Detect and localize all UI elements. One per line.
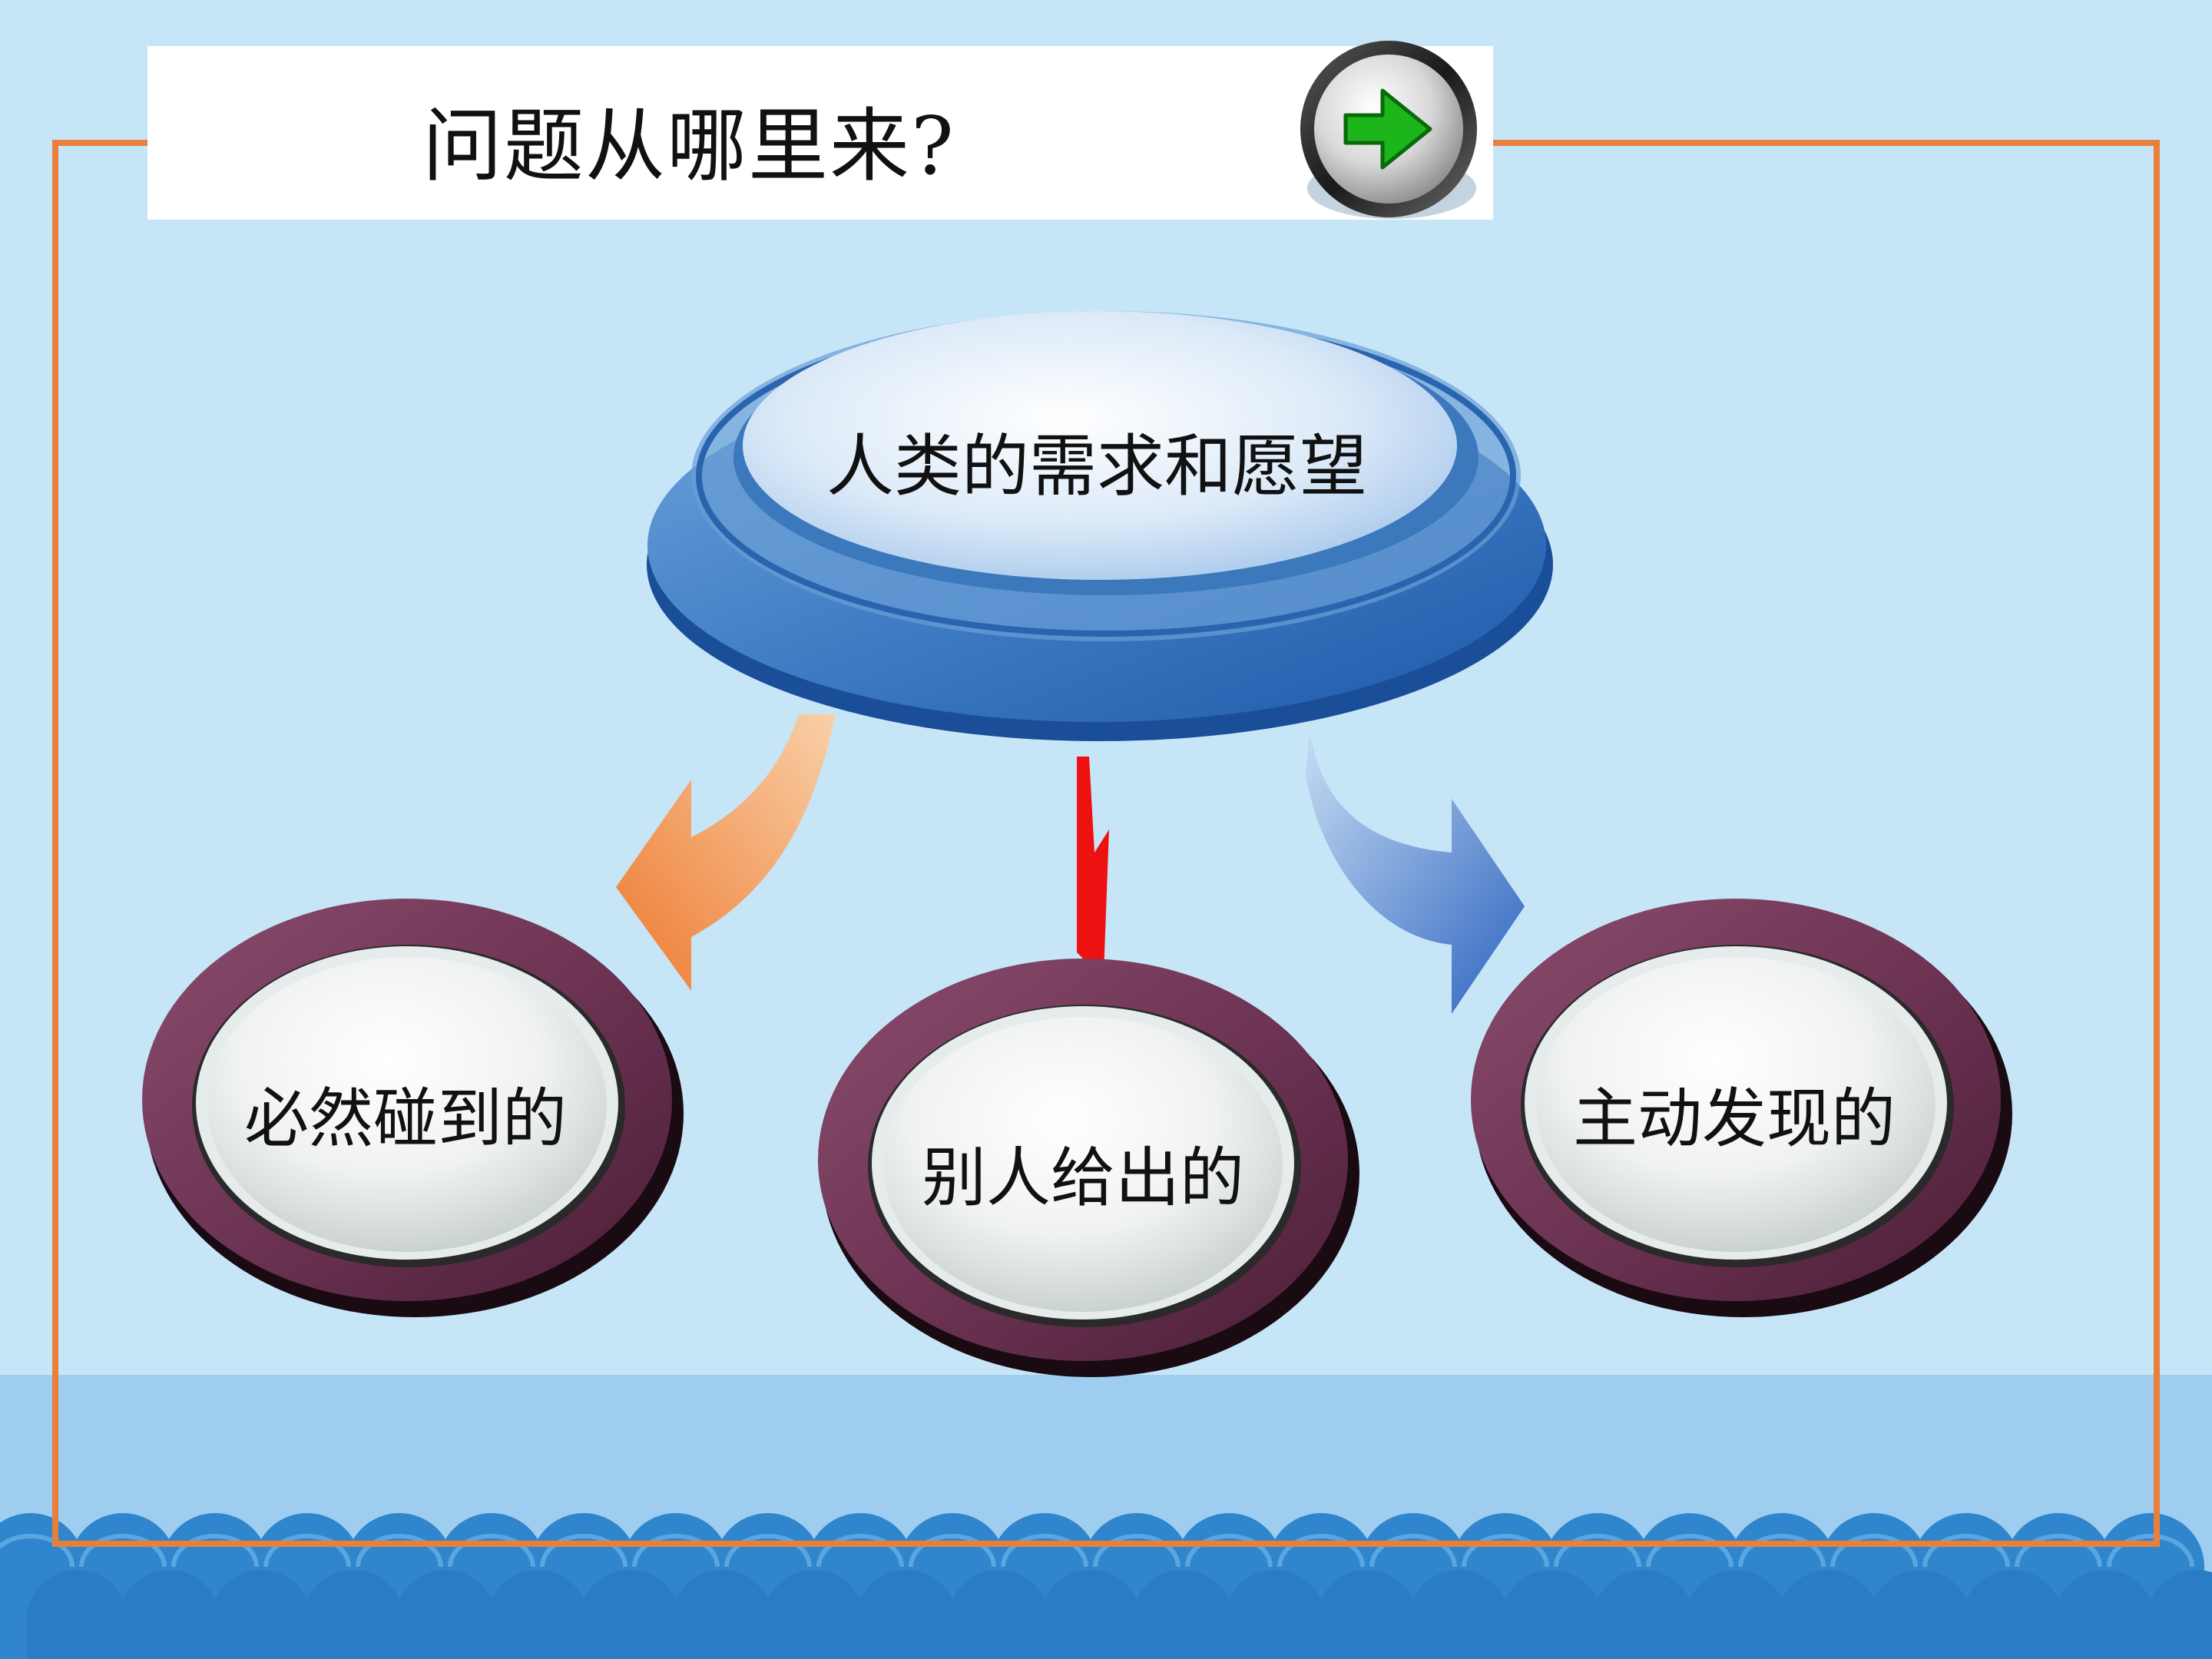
wave-scallop [1224,1570,1326,1659]
wave-crest [1922,1534,2010,1568]
wave-scallop [579,1570,680,1659]
wave-crest [1738,1534,1826,1568]
wave-crest [909,1534,996,1568]
wave-crest [1830,1534,1918,1568]
wave-crest [724,1534,812,1568]
wave-scallop [1316,1570,1418,1659]
wave-crest [1646,1534,1734,1568]
child-node-left-label: 必然碰到的 [243,1081,568,1157]
wave-crest [1554,1534,1641,1568]
wave-crest [448,1534,535,1568]
wave-crest [816,1534,904,1568]
wave-scallop [2146,1570,2212,1659]
wave-scallop [1869,1570,1971,1659]
wave-scallop [763,1570,865,1659]
next-button[interactable] [1296,38,1481,223]
child-node-middle-label: 别人给出的 [921,1140,1245,1216]
title-box [147,46,1493,220]
wave-scallop [118,1570,220,1659]
wave-scallop [210,1570,312,1659]
wave-crest [79,1534,167,1568]
wave-crest [2107,1534,2194,1568]
wave-scallop [1962,1570,2063,1659]
wave-crest [0,1534,75,1568]
wave-scallop [1777,1570,1879,1659]
wave-crest [1185,1534,1273,1568]
wave-crest [356,1534,443,1568]
arrow-right-blue [1306,730,1525,1014]
wave-crest [1093,1534,1181,1568]
wave-scallop [1132,1570,1233,1659]
wave-scallop [1501,1570,1602,1659]
wave-crest [2015,1534,2102,1568]
wave-crest [632,1534,720,1568]
wave-scallop [856,1570,957,1659]
wave-scallop [948,1570,1049,1659]
wave-scallop [1409,1570,1510,1659]
wave-scallop [2054,1570,2155,1659]
child-node-left [142,899,684,1317]
wave-scallop [26,1570,127,1659]
child-node-middle [818,959,1359,1377]
wave-crest [1462,1534,1549,1568]
wave-scallop [1685,1570,1786,1659]
arrow-middle-red [1077,757,1109,998]
wave-scallop [487,1570,588,1659]
wave-crest [171,1534,259,1568]
wave-scallop [303,1570,404,1659]
wave-scallop [1593,1570,1694,1659]
wave-crest [1001,1534,1088,1568]
next-button-graphic [1300,41,1477,219]
wave-scallop [1040,1570,1141,1659]
wave-crest [1369,1534,1457,1568]
slide-title: 问题从哪里来? [422,99,955,193]
root-node [647,311,1553,741]
wave-crest [1277,1534,1365,1568]
arrow-right-icon [1343,88,1432,170]
root-node-label: 人类的需求和愿望 [826,426,1368,506]
child-node-right [1471,899,2012,1317]
wave-scallop [671,1570,773,1659]
wave-crest [263,1534,351,1568]
child-node-right-label: 主动发现的 [1572,1081,1896,1157]
wave-crest [540,1534,628,1568]
wave-scallop [395,1570,496,1659]
wave-decoration [0,1513,2212,1659]
arrow-left-orange [616,714,836,991]
